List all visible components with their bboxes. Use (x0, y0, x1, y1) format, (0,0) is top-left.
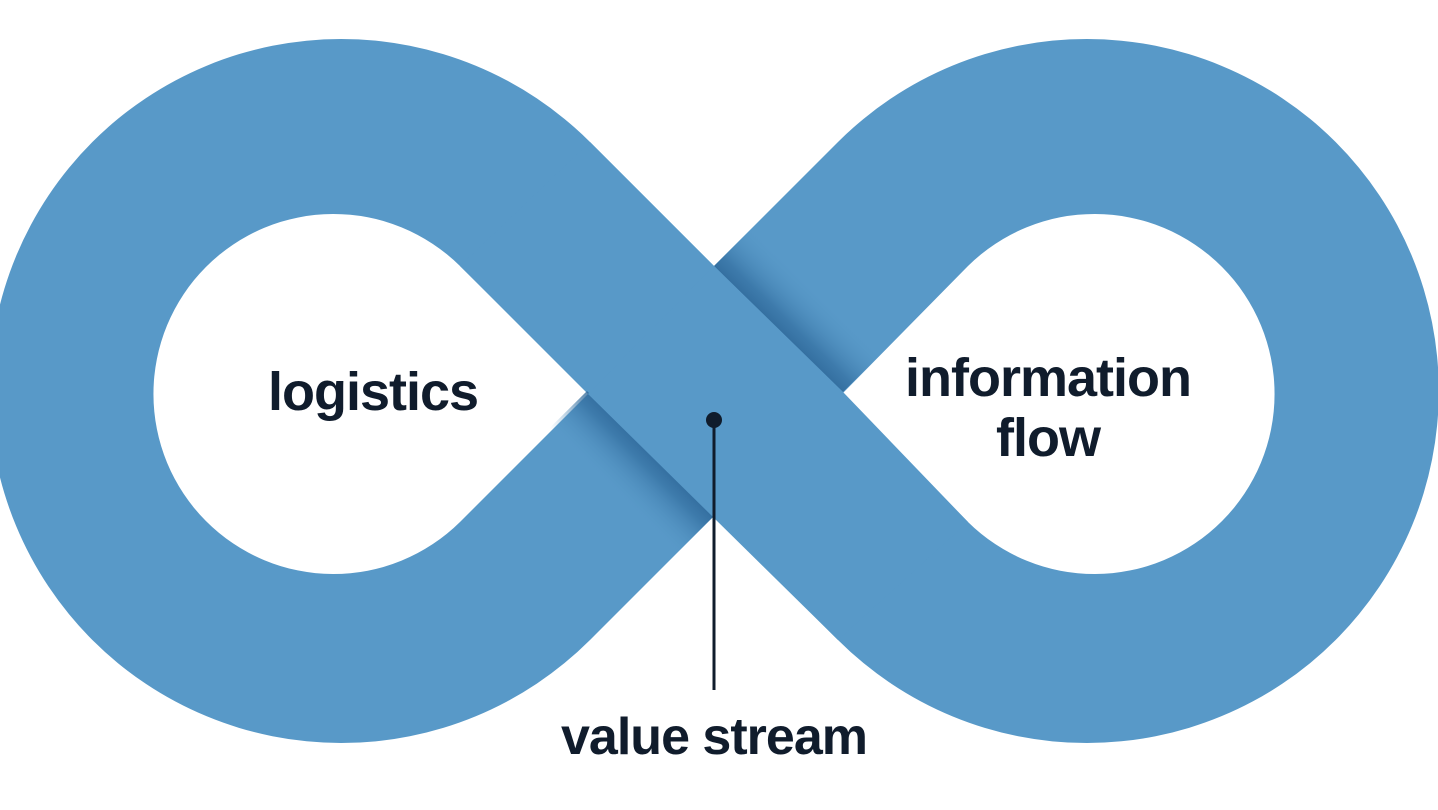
crossing-band-lower (588, 266, 968, 640)
information-label: information (905, 348, 1191, 408)
pointer-dot (706, 412, 722, 428)
value-stream-label: value stream (561, 708, 867, 766)
fold-shadow-right (714, 142, 967, 392)
logistics-label: logistics (268, 362, 478, 422)
fold-shadow-left (461, 390, 714, 640)
flow-label: flow (996, 408, 1102, 468)
